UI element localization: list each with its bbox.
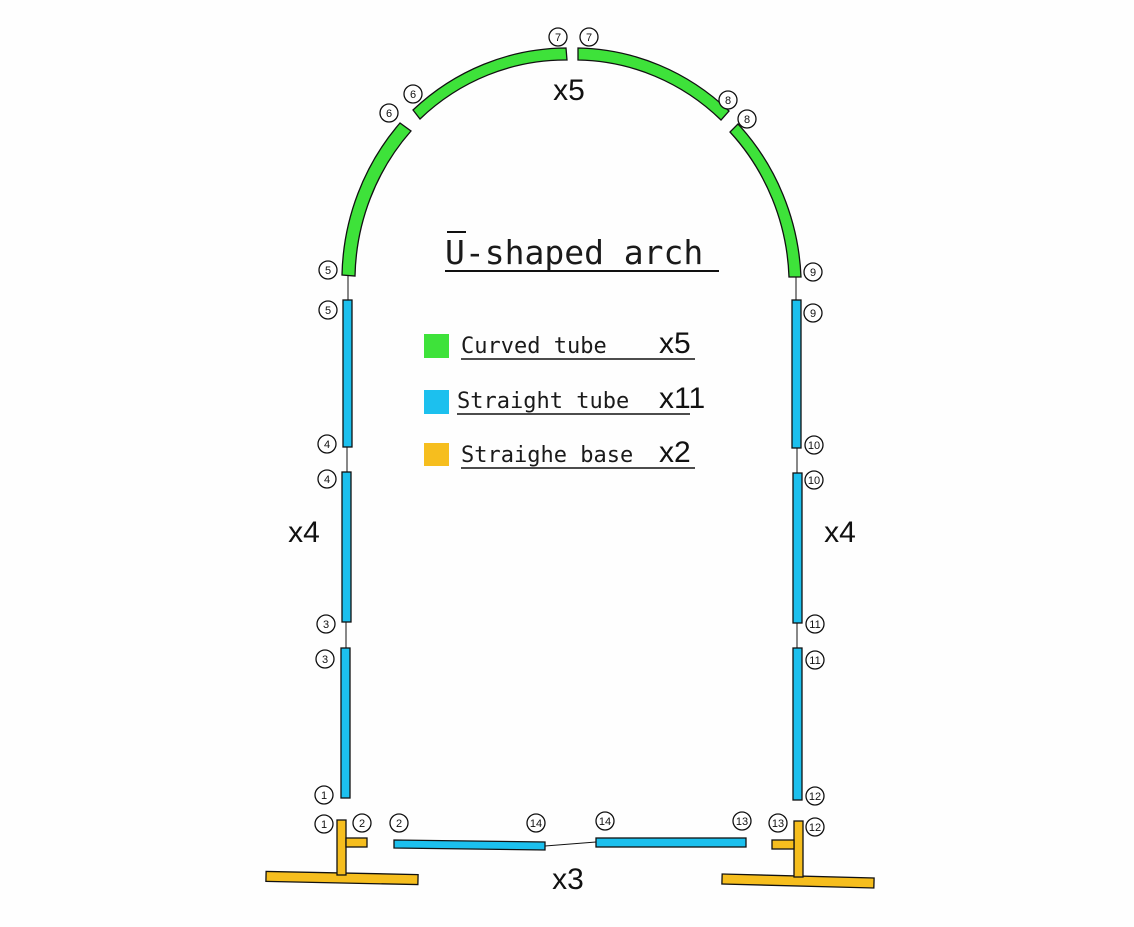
joint-label-10: 10 (808, 475, 820, 487)
joint-label-7: 7 (555, 32, 561, 44)
legend-swatch-straight (424, 390, 449, 414)
joint-markers: 7 7 6 6 8 8 5 5 9 9 4 4 10 10 3 3 11 11 … (314, 27, 825, 837)
diagram-title: U-shaped arch (445, 233, 703, 272)
curved-tube-right-lower (729, 123, 802, 278)
curved-tube-top-right (577, 47, 730, 121)
curved-tube-left-upper (412, 47, 568, 120)
joint-label-11: 11 (809, 655, 820, 667)
bottom-tubes (393, 837, 747, 851)
straight-tube-bottom-right (595, 837, 747, 848)
joint-label-10: 10 (808, 440, 820, 452)
joint-label-5: 5 (325, 265, 331, 277)
right-column-count-label: x4 (824, 516, 856, 549)
legend: Curved tube x5 Straight tube x11 Straigh… (424, 327, 705, 469)
bases (265, 819, 875, 889)
count-labels: x5 x4 x4 x3 (288, 74, 856, 896)
joint-label-6: 6 (386, 108, 392, 120)
joint-label-1: 1 (321, 790, 327, 802)
joint-label-2: 2 (359, 818, 365, 830)
bottom-count-label: x3 (552, 863, 584, 896)
joint-label-2: 2 (396, 818, 402, 830)
legend-item-curved: Curved tube x5 (424, 327, 695, 360)
legend-label-base: Straighe base (461, 443, 633, 468)
arch-count-label: x5 (553, 74, 585, 107)
left-column-count-label: x4 (288, 516, 320, 549)
legend-label-straight: Straight tube (457, 389, 629, 414)
legend-count-curved: x5 (659, 327, 691, 360)
joint-label-13: 13 (772, 818, 784, 830)
straight-tube-right-2 (792, 472, 803, 624)
joint-label-4: 4 (324, 474, 330, 486)
joint-label-12: 12 (809, 822, 821, 834)
joint-label-3: 3 (322, 654, 328, 666)
joint-label-8: 8 (725, 95, 731, 107)
joint-label-8: 8 (744, 114, 750, 126)
straight-tube-right-3 (792, 647, 803, 801)
legend-swatch-curved (424, 334, 449, 358)
legend-item-straight: Straight tube x11 (424, 382, 705, 415)
joint-label-14: 14 (599, 816, 611, 828)
straight-tube-right-1 (791, 299, 802, 449)
curved-tube-left-lower (341, 122, 412, 277)
joint-label-3: 3 (323, 619, 329, 631)
legend-count-straight: x11 (659, 382, 705, 415)
joint-label-11: 11 (809, 619, 820, 631)
straight-tube-bottom-left (393, 839, 546, 851)
joint-label-9: 9 (810, 308, 816, 320)
base-left (265, 819, 419, 886)
joint-label-5: 5 (325, 305, 331, 317)
joint-label-6: 6 (410, 89, 416, 101)
joint-label-4: 4 (324, 439, 330, 451)
joint-label-9: 9 (810, 267, 816, 279)
joint-label-1: 1 (321, 819, 327, 831)
joint-label-12: 12 (809, 791, 821, 803)
left-column-tubes (340, 276, 353, 799)
curved-tubes (341, 47, 802, 278)
title-block: U-shaped arch (445, 231, 719, 272)
straight-tube-left-1 (342, 299, 353, 448)
legend-item-base: Straighe base x2 (424, 436, 695, 469)
right-column-tubes (791, 277, 803, 801)
base-right (721, 820, 875, 889)
legend-count-base: x2 (659, 436, 691, 469)
legend-label-curved: Curved tube (461, 334, 607, 359)
joint-label-7: 7 (586, 32, 592, 44)
straight-tube-left-2 (341, 471, 352, 623)
straight-tube-left-3 (340, 647, 351, 799)
joint-label-14: 14 (530, 818, 542, 830)
joint-label-13: 13 (736, 816, 748, 828)
legend-swatch-base (424, 443, 449, 466)
